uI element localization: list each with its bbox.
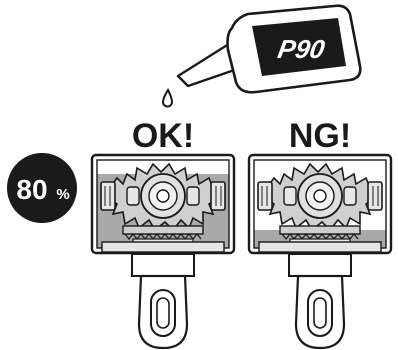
ng-mount — [289, 254, 351, 348]
oil-drop-icon — [163, 90, 172, 107]
ok-gearbox — [92, 155, 234, 253]
bottle-label: P90 — [276, 34, 328, 64]
ng-gearbox — [249, 155, 391, 253]
oil-bottle-icon — [178, 6, 360, 93]
fill-level-badge: 80 % — [7, 153, 77, 223]
fill-level-value: 80 — [16, 174, 47, 205]
ng-label: NG! — [289, 117, 351, 155]
ok-mount — [132, 254, 194, 348]
ok-label: OK! — [132, 117, 194, 155]
fill-level-unit: % — [56, 186, 69, 203]
